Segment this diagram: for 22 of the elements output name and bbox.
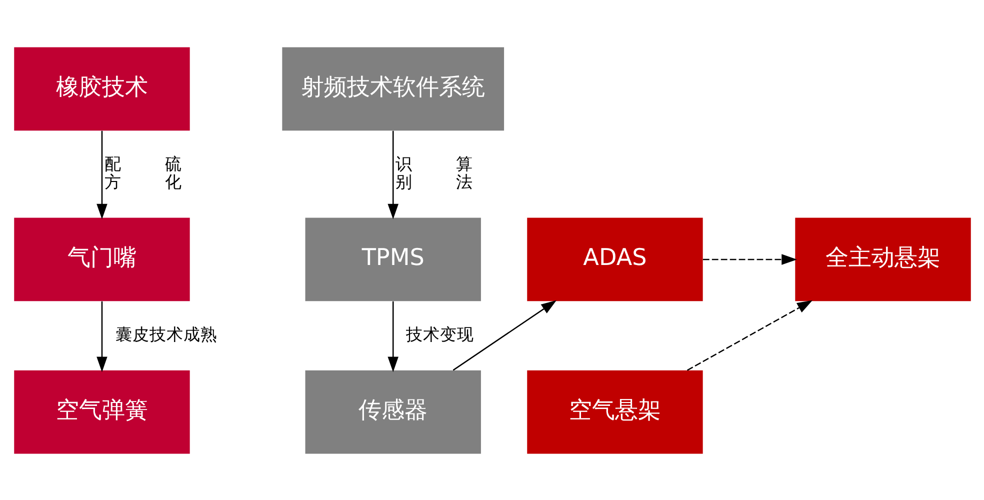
node-box: 空气弹簧: [14, 370, 190, 454]
label: 硫化: [164, 154, 182, 192]
node-box: 全主动悬架: [794, 217, 970, 301]
edge-label: 囊皮技术成熟: [114, 324, 217, 344]
arrow: [96, 300, 107, 372]
arrow: [452, 300, 556, 370]
arrow: [702, 254, 797, 264]
node-box: 气门嘴: [14, 217, 190, 301]
arrow: [387, 130, 398, 219]
edge-label: 识别: [395, 154, 412, 192]
edge-label: 技术变现: [405, 324, 474, 344]
node-box: TPMS: [304, 217, 480, 301]
node-box: 空气悬架: [526, 370, 702, 454]
node-box: 橡胶技术: [14, 46, 190, 130]
label: 算法: [455, 154, 472, 192]
node-box: ADAS: [526, 217, 702, 301]
arrow: [686, 300, 812, 370]
arrow: [96, 130, 107, 219]
edge-label: 配方: [104, 154, 122, 192]
node-box: 传感器: [304, 370, 480, 454]
arrow: [387, 300, 398, 372]
node-box: 射频技术软件系统: [282, 46, 504, 130]
